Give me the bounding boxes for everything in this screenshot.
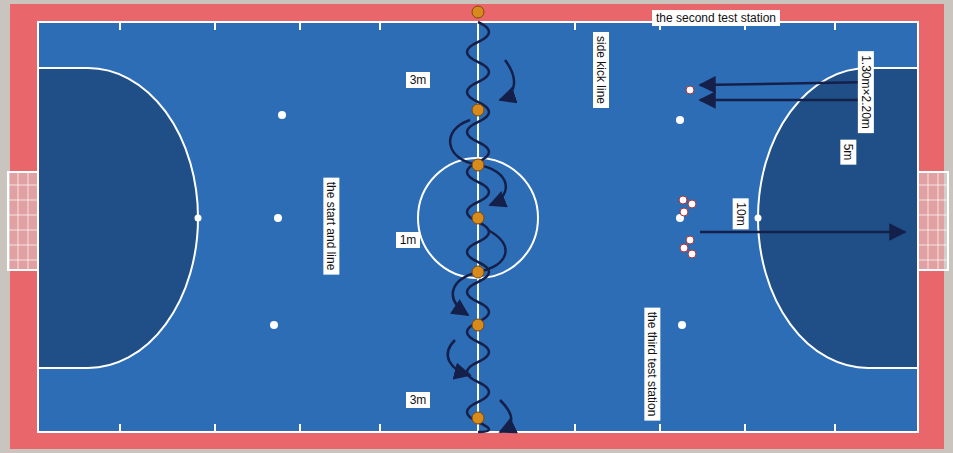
distance-label: 3m bbox=[406, 392, 431, 408]
right-penalty-area bbox=[758, 68, 918, 368]
cones bbox=[472, 6, 484, 424]
dribble-path bbox=[467, 22, 489, 432]
balls bbox=[679, 86, 696, 258]
center-circle bbox=[418, 158, 538, 278]
distance-label: 5m bbox=[840, 140, 856, 165]
station-label: side kick line bbox=[593, 32, 609, 108]
dimension-label: 1.30m×2.20m bbox=[858, 51, 874, 133]
dribble-loops bbox=[448, 60, 514, 432]
outer-border bbox=[10, 4, 944, 449]
court-dots bbox=[195, 111, 762, 329]
distance-label: 10m bbox=[733, 198, 749, 229]
left-penalty-area bbox=[38, 68, 198, 368]
station-label: the start and line bbox=[323, 178, 339, 275]
station-label: the third test station bbox=[644, 308, 660, 421]
station-label: the second test station bbox=[652, 10, 780, 26]
shot-arrows bbox=[700, 82, 905, 232]
playing-surface bbox=[38, 22, 918, 432]
goals bbox=[8, 172, 948, 270]
distance-label: 1m bbox=[396, 232, 421, 248]
distance-label: 3m bbox=[406, 72, 431, 88]
